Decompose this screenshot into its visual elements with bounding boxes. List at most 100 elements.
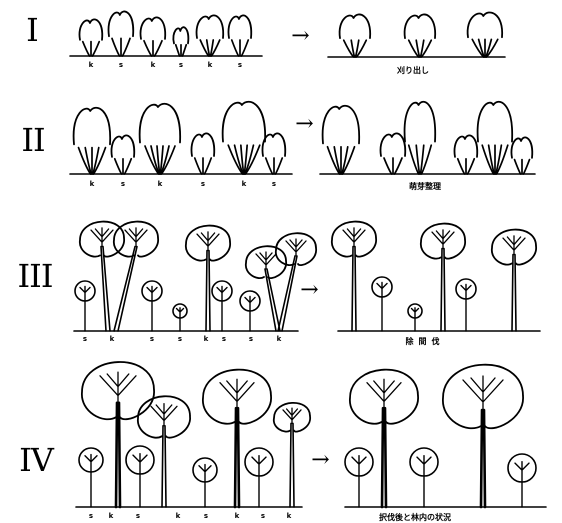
- row-4-numeral: IV: [19, 441, 53, 479]
- row-4-sapling-4-trunk: [252, 456, 266, 507]
- row-2-coppice-1: [74, 108, 111, 145]
- row-3-sapling-3-trunk: [177, 308, 184, 331]
- row-2-arrow: →: [295, 112, 312, 137]
- row-1-label-2: s: [119, 61, 123, 69]
- row-2-coppice-6-stem: [266, 158, 273, 174]
- row-4-label-1: s: [89, 512, 93, 520]
- row-2-coppice-2-stem: [115, 159, 122, 174]
- row-2-label-6: s: [272, 180, 276, 188]
- row-3-label-8: k: [277, 335, 282, 343]
- row-3-sapling-right-1-trunk: [377, 283, 387, 332]
- row-2-coppice-right-6: [511, 137, 532, 157]
- row-4-caption: 択伐後と林内の状況: [379, 512, 451, 523]
- row-1-coppice-6-stem: [232, 40, 239, 56]
- row-4-label-2: k: [109, 512, 114, 520]
- row-1-coppice-2-stem: [123, 38, 131, 56]
- row-2-coppice-right-4-stem: [458, 159, 465, 174]
- row-4-label-7: s: [261, 512, 265, 520]
- row-2-coppice-right-4: [454, 135, 477, 157]
- row-2-coppice-2: [111, 135, 134, 157]
- row-3-tree-3-branches: [197, 232, 219, 251]
- row-1-numeral: I: [26, 11, 38, 49]
- row-3-tree-right-1-branches: [343, 228, 365, 247]
- row-3-sapling-right-3-trunk: [461, 285, 471, 332]
- row-2-coppice-right-3: [405, 102, 436, 142]
- row-4-sapling-right-2-trunk: [417, 456, 431, 507]
- row-3-label-6: s: [222, 335, 226, 343]
- row-1-coppice-2-stem: [112, 38, 120, 56]
- row-3-sapling-5-trunk: [245, 297, 255, 332]
- row-1-caption: 刈り出し: [397, 65, 429, 76]
- row-1-coppice-3-stem: [155, 41, 163, 56]
- row-2-coppice-2-stem: [125, 159, 132, 174]
- row-1-label-5: k: [208, 61, 213, 69]
- row-2-label-3: k: [158, 180, 163, 188]
- row-4-tree-4-trunk: [290, 423, 294, 507]
- row-3-sapling-2-trunk: [147, 287, 157, 332]
- row-4-tree-4-branches: [283, 408, 301, 423]
- row-4-tree-3-branches: [220, 379, 254, 408]
- row-1-coppice-1-stem: [93, 42, 100, 56]
- row-1-coppice-1-stem: [83, 42, 90, 56]
- row-3-tree-3-trunk: [206, 251, 210, 331]
- row-3-tree-right-2-trunk: [441, 249, 445, 331]
- row-1-coppice-2: [109, 11, 134, 36]
- row-3-label-2: k: [110, 335, 115, 343]
- row-1-coppice-5: [197, 15, 224, 38]
- row-1-label-6: s: [238, 61, 242, 69]
- row-3-tree-5-trunk: [278, 256, 297, 331]
- row-2-coppice-4-stem: [195, 158, 202, 174]
- row-4-sapling-right-1-trunk: [352, 456, 366, 507]
- row-3-arrow: →: [300, 278, 317, 303]
- row-1-coppice-4: [173, 27, 188, 43]
- row-2-label-4: s: [201, 180, 205, 188]
- row-2-caption: 萌芽整理: [409, 181, 441, 192]
- row-2-label-2: s: [121, 180, 125, 188]
- row-3-tree-1-branches: [91, 228, 113, 247]
- row-2-coppice-5: [223, 102, 265, 142]
- row-1-label-3: k: [151, 61, 156, 69]
- row-3-tree-2-branches: [125, 228, 147, 247]
- row-4-label-5: s: [204, 512, 208, 520]
- row-1-coppice-6: [228, 15, 251, 38]
- row-1-coppice-3: [141, 17, 166, 39]
- row-4-tree-2-trunk: [162, 426, 166, 507]
- row-2-numeral: II: [21, 121, 44, 159]
- row-3-tree-1-trunk: [101, 247, 110, 331]
- row-2-coppice-right-2-stem: [395, 158, 403, 174]
- row-3-tree-5-branches: [286, 239, 306, 256]
- row-4-tree-3-trunk: [235, 408, 239, 507]
- row-4-sapling-2-trunk: [133, 454, 147, 507]
- row-4-label-8: k: [287, 512, 292, 520]
- row-1-coppice-6-stem: [242, 40, 249, 56]
- row-3-label-3: s: [150, 335, 154, 343]
- row-3-label-1: s: [83, 335, 87, 343]
- row-2-coppice-right-5: [478, 102, 513, 142]
- row-3-tree-4-branches: [256, 252, 276, 269]
- row-3-tree-right-3-trunk: [512, 255, 516, 331]
- row-3-tree-right-2-branches: [432, 230, 454, 249]
- row-2-label-1: k: [90, 180, 95, 188]
- row-1-coppice-right-1: [340, 14, 371, 38]
- row-4-tree-right-2-branches: [463, 376, 503, 410]
- row-1-coppice-4-stem: [176, 45, 180, 56]
- row-1-coppice-1: [79, 19, 102, 39]
- row-2-coppice-6-stem: [276, 158, 283, 174]
- row-1-coppice-right-2: [405, 14, 436, 38]
- row-1-label-1: k: [89, 61, 94, 69]
- row-3-sapling-right-2-trunk: [412, 308, 419, 331]
- row-2-coppice-4: [191, 133, 214, 156]
- row-3-label-7: s: [249, 335, 253, 343]
- row-4-label-6: k: [235, 512, 240, 520]
- row-4-tree-right-1-trunk: [382, 408, 386, 507]
- row-4-sapling-right-3-trunk: [515, 462, 529, 507]
- row-1-label-4: s: [179, 61, 183, 69]
- row-2-coppice-right-6-stem: [515, 160, 521, 174]
- row-2-coppice-right-2-stem: [384, 158, 392, 174]
- row-4-label-4: k: [176, 512, 181, 520]
- row-4-tree-1-branches: [100, 372, 136, 403]
- row-4-sapling-3-trunk: [199, 465, 211, 507]
- row-2-coppice-4-stem: [205, 158, 212, 174]
